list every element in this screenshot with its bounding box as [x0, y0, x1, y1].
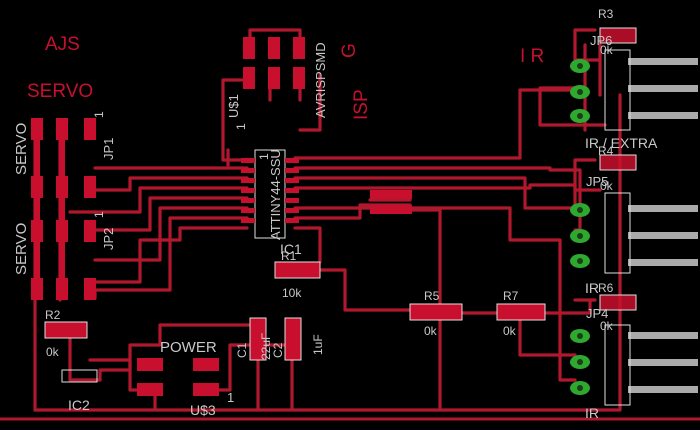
label-r1: R1: [281, 249, 297, 263]
label-r3: R3: [598, 7, 614, 21]
label-r5-val: 0k: [424, 324, 438, 338]
traces: [33, 28, 622, 412]
label-ir-bottom: IR: [585, 405, 599, 421]
label-one-a: 1: [92, 111, 106, 118]
label-r2-val: 0k: [46, 345, 60, 359]
through-hole-pads: [570, 59, 590, 395]
servo-pads: [31, 118, 96, 300]
label-avrispsmd: AVRISPSMD: [313, 42, 328, 118]
label-jp2: JP2: [101, 228, 116, 250]
label-ic2: IC2: [68, 397, 90, 413]
label-servo-title: SERVO: [27, 81, 93, 102]
resistors: [44, 261, 546, 339]
ic1-chip: [241, 149, 299, 239]
label-ir-title: I R: [520, 46, 544, 67]
label-isp: ISP: [351, 89, 372, 120]
label-r1-val: 10k: [282, 286, 302, 300]
label-one-d: 1: [257, 153, 271, 160]
label-r5: R5: [424, 289, 440, 303]
power-regulator: [61, 358, 219, 396]
label-c2-val: 1uF: [311, 334, 325, 355]
label-one-c: 1: [234, 123, 248, 130]
label-r7: R7: [503, 289, 519, 303]
label-ir-mid: IR: [585, 280, 599, 296]
labels: AJS SERVO I R ISP G SERVO SERVO JP1 JP2 …: [13, 7, 658, 421]
label-g: G: [339, 43, 360, 58]
label-r6-val: 0k: [600, 319, 614, 333]
label-jp4: JP4: [586, 306, 608, 321]
label-r6: R6: [598, 281, 614, 295]
label-servo-2: SERVO: [13, 223, 30, 275]
label-r3-val: 0k: [600, 43, 614, 57]
label-r4-val: 0k: [600, 179, 614, 193]
label-c1: C1: [235, 342, 249, 358]
avrispsmd-pads: [243, 37, 305, 89]
label-power: POWER: [160, 339, 217, 356]
label-r2: R2: [45, 308, 61, 322]
smd-pads-middle: [370, 190, 412, 214]
label-c1-val: 22uF: [259, 333, 273, 360]
label-r4: R4: [598, 144, 614, 158]
label-r7-val: 0k: [503, 324, 517, 338]
label-c2: C2: [271, 342, 285, 358]
label-ic1: IC1: [280, 241, 302, 257]
label-ir-extra: IR / EXTRA: [585, 135, 658, 151]
label-one-e: 1: [227, 390, 234, 405]
label-jp6: JP6: [590, 33, 612, 48]
label-jp1: JP1: [101, 138, 116, 160]
header-pins: [599, 27, 698, 406]
capacitors: [249, 317, 302, 361]
label-one-b: 1: [92, 211, 106, 218]
label-us3: U$3: [190, 402, 216, 418]
label-ajs: AJS: [45, 34, 80, 55]
label-jp5: JP5: [586, 174, 608, 189]
label-attiny: ATTINY44-SSU: [268, 149, 283, 240]
label-us1: U$1: [226, 94, 241, 118]
label-servo-1: SERVO: [13, 123, 30, 175]
